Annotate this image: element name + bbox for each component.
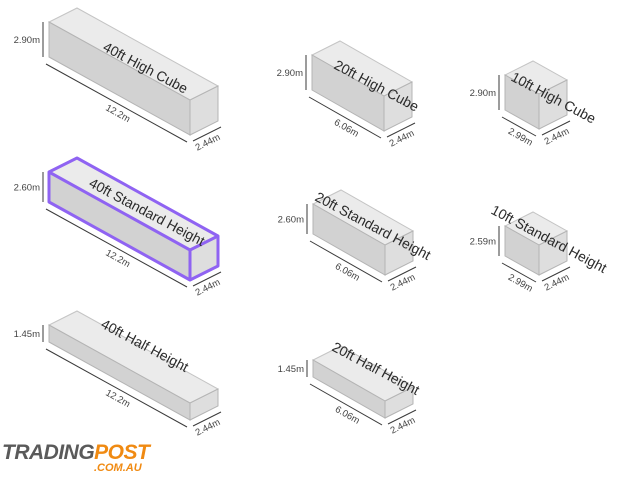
height-label: 2.90m (14, 35, 40, 46)
height-label: 2.90m (277, 68, 303, 79)
height-label: 1.45m (278, 364, 304, 375)
box-side-face (384, 386, 414, 419)
height-label: 2.90m (470, 88, 496, 99)
length-dimension-line (309, 383, 383, 426)
width-label: 2.44m (388, 128, 417, 150)
width-dimension-line (192, 271, 222, 287)
width-label: 2.44m (543, 126, 572, 148)
logo-text-trading: TRADING (2, 441, 95, 464)
width-label: 2.44m (389, 272, 418, 294)
box-side-face (384, 230, 414, 276)
length-dimension-line (45, 208, 188, 288)
length-label: 6.06m (332, 117, 360, 140)
width-dimension-line (541, 120, 571, 136)
height-label: 2.60m (278, 215, 304, 226)
width-label: 2.44m (194, 277, 223, 299)
length-dimension-line (45, 348, 188, 428)
length-label: 12.2m (103, 103, 132, 125)
height-label: 1.45m (14, 329, 40, 340)
tradingpost-watermark-logo: TRADINGPOST .COM.AU (2, 441, 150, 474)
length-dimension-line (501, 262, 537, 283)
length-dimension-line (309, 240, 383, 283)
box-side-face (538, 230, 568, 276)
box-side-face (189, 85, 219, 136)
length-label: 2.99m (506, 272, 534, 295)
width-dimension-line (387, 409, 417, 425)
length-label: 6.06m (333, 261, 361, 284)
length-label: 2.99m (506, 126, 534, 149)
length-label: 12.2m (103, 248, 132, 270)
width-dimension-line (386, 122, 416, 138)
length-dimension-line (45, 63, 188, 143)
logo-text-post: POST (94, 441, 150, 464)
logo-text-domain: .COM.AU (94, 462, 142, 474)
width-label: 2.44m (194, 132, 223, 154)
length-label: 12.2m (103, 388, 132, 410)
width-dimension-line (192, 126, 222, 142)
width-label: 2.44m (543, 272, 572, 294)
height-label: 2.59m (470, 237, 496, 248)
width-dimension-line (541, 266, 571, 282)
length-dimension-line (308, 96, 382, 139)
width-dimension-line (387, 266, 417, 282)
box-side-face (189, 388, 219, 421)
width-dimension-line (192, 411, 222, 427)
length-dimension-line (501, 116, 537, 137)
box-side-face (383, 81, 413, 132)
length-label: 6.06m (333, 404, 361, 427)
width-label: 2.44m (194, 417, 223, 439)
width-label: 2.44m (389, 415, 418, 437)
box-side-face (538, 79, 568, 130)
height-label: 2.60m (14, 183, 40, 194)
